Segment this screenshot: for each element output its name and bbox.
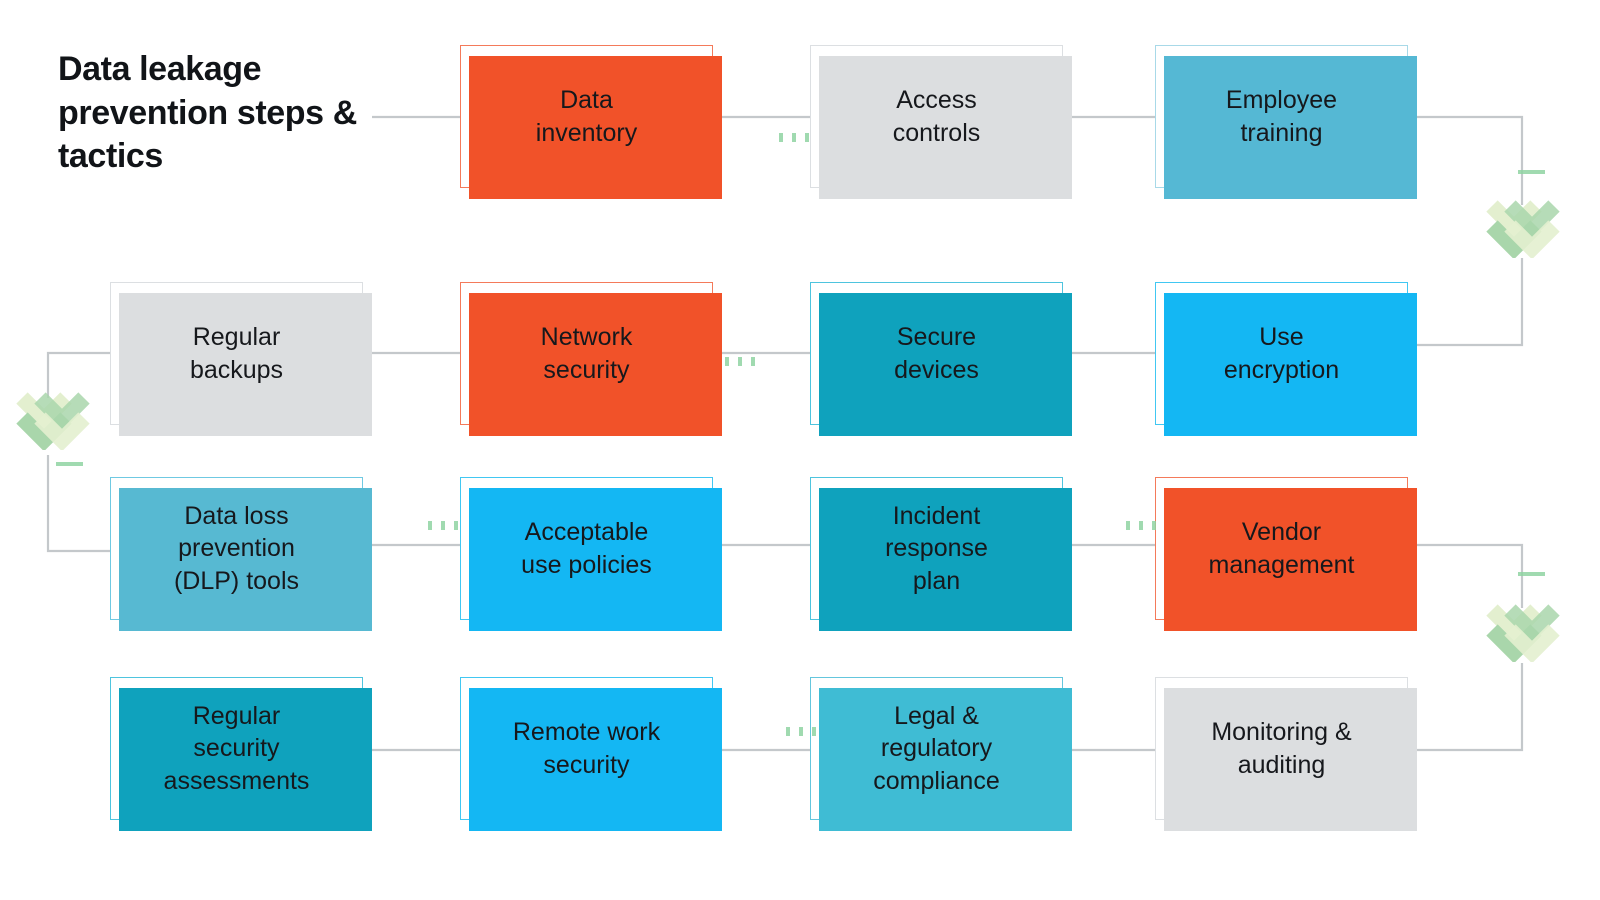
chevron-down-icon [14, 388, 90, 452]
node-incident-response[interactable]: Incident response plan [810, 477, 1072, 631]
node-label: Incident response plan [885, 501, 988, 595]
node-legal-compliance[interactable]: Legal & regulatory compliance [810, 677, 1072, 831]
wire-wrap-right-bottom [1416, 543, 1524, 608]
node-shadow [119, 488, 372, 631]
node-shadow [819, 688, 1072, 831]
node-shadow [1164, 488, 1417, 631]
node-label: Regular security assessments [163, 701, 310, 795]
node-remote-work-security[interactable]: Remote work security [460, 677, 722, 831]
node-security-assessments[interactable]: Regular security assessments [110, 677, 372, 831]
wire-wrap-left-lower [46, 455, 110, 553]
ellipsis-marker [56, 462, 83, 475]
node-acceptable-use[interactable]: Acceptable use policies [460, 477, 722, 631]
ellipsis-marker [779, 133, 818, 142]
chevron-down-icon [1484, 196, 1560, 260]
node-employee-training[interactable]: Employee training [1155, 45, 1417, 199]
node-dlp-tools[interactable]: Data loss prevention (DLP) tools [110, 477, 372, 631]
node-shadow [1164, 56, 1417, 199]
node-label: Legal & regulatory compliance [873, 701, 1000, 795]
node-vendor-management[interactable]: Vendor management [1155, 477, 1417, 631]
node-label: Data loss prevention (DLP) tools [173, 501, 300, 595]
node-secure-devices[interactable]: Secure devices [810, 282, 1072, 436]
ellipsis-marker [1518, 572, 1545, 585]
node-label: Regular backups [189, 323, 284, 384]
node-shadow [1164, 688, 1417, 831]
node-label: Monitoring & auditing [1211, 718, 1352, 779]
node-regular-backups[interactable]: Regular backups [110, 282, 372, 436]
diagram-title: Data leakage prevention steps & tactics [58, 50, 357, 176]
node-monitoring-auditing[interactable]: Monitoring & auditing [1155, 677, 1417, 831]
node-label: Vendor management [1208, 518, 1355, 579]
node-shadow [469, 293, 722, 436]
ellipsis-marker [786, 727, 825, 736]
node-shadow [819, 56, 1072, 199]
node-shadow [1164, 293, 1417, 436]
wire-wrap-right-top-lower [1416, 258, 1524, 347]
node-shadow [819, 293, 1072, 436]
node-network-security[interactable]: Network security [460, 282, 722, 436]
node-data-inventory[interactable]: Data inventory [460, 45, 722, 199]
node-label: Use encryption [1223, 323, 1340, 384]
ellipsis-marker [428, 521, 467, 530]
node-shadow [119, 293, 372, 436]
wire-wrap-right-bottom-lower [1416, 663, 1524, 752]
chevron-down-icon [1484, 600, 1560, 664]
wire-wrap-left-top [46, 351, 110, 398]
ellipsis-marker [725, 357, 764, 366]
node-label: Secure devices [894, 323, 979, 384]
node-label: Employee training [1225, 86, 1338, 147]
node-shadow [819, 488, 1072, 631]
node-use-encryption[interactable]: Use encryption [1155, 282, 1417, 436]
node-label: Data inventory [535, 86, 638, 147]
ellipsis-marker [1126, 521, 1165, 530]
node-shadow [469, 488, 722, 631]
wire-wrap-right-top [1416, 115, 1524, 205]
node-label: Network security [540, 323, 633, 384]
node-label: Remote work security [512, 718, 661, 779]
node-shadow [469, 56, 722, 199]
node-label: Acceptable use policies [521, 518, 652, 579]
node-shadow [469, 688, 722, 831]
ellipsis-marker [1518, 170, 1545, 183]
node-label: Access controls [892, 86, 981, 147]
node-shadow [119, 688, 372, 831]
node-access-controls[interactable]: Access controls [810, 45, 1072, 199]
